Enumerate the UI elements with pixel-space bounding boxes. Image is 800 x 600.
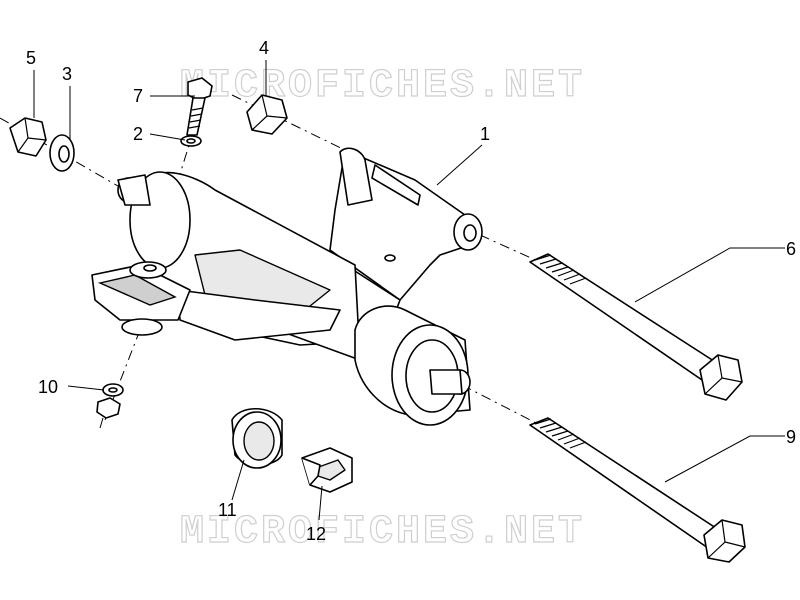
callout-4: 4	[259, 38, 269, 58]
bushing-11	[231, 408, 283, 469]
nut-10-lower	[96, 397, 121, 429]
washer-2	[180, 135, 202, 147]
callout-6: 6	[786, 239, 796, 259]
nut-5	[9, 117, 47, 157]
watermark-bottom: MICROFICHES.NET	[180, 510, 585, 555]
nut-4	[246, 94, 288, 135]
callout-9: 9	[786, 427, 796, 447]
callout-2: 2	[133, 124, 143, 144]
callout-5: 5	[26, 48, 36, 68]
washer-10	[102, 383, 124, 397]
watermark-top: MICROFICHES.NET	[180, 64, 585, 109]
leader-lines	[33, 60, 785, 521]
callout-10: 10	[38, 377, 58, 397]
bolt-7	[186, 77, 213, 136]
callout-1: 1	[480, 124, 490, 144]
callout-7: 7	[133, 86, 143, 106]
swing-arm	[91, 147, 483, 426]
callout-11: 11	[218, 500, 237, 520]
bolt-9	[529, 417, 746, 563]
callout-12: 12	[306, 524, 326, 544]
callout-labels: 5 3 4 7 2 1 6 9 10 11 12	[26, 38, 796, 544]
bolt-6	[529, 253, 743, 401]
callout-3: 3	[62, 64, 72, 84]
washer-3	[49, 134, 75, 172]
clip-12	[301, 447, 353, 493]
